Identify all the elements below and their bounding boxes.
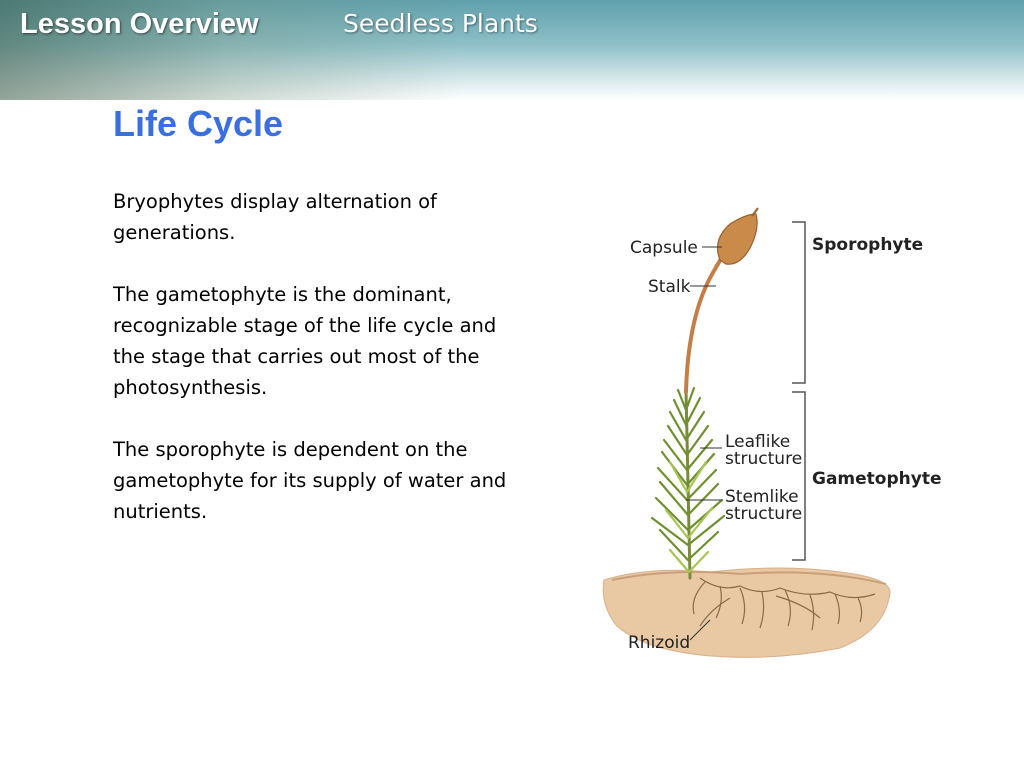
- paragraph-gametophyte: The gametophyte is the dominant, recogni…: [113, 283, 497, 399]
- header-background: [0, 0, 1024, 100]
- label-gametophyte: Gametophyte: [812, 469, 941, 489]
- paragraph-sporophyte: The sporophyte is dependent on the gamet…: [113, 438, 507, 523]
- leader-lines: [686, 246, 722, 641]
- soil: [602, 567, 891, 658]
- stage-brackets: [792, 221, 806, 561]
- label-stemlike-1: Stemlike: [725, 487, 799, 507]
- unit-title: Seedless Plants: [343, 9, 538, 38]
- gametophyte-leaves: [650, 386, 726, 580]
- sporophyte-capsule: [717, 207, 759, 265]
- moss-life-cycle-diagram: Capsule Stalk Leaflike structure Stemlik…: [602, 207, 941, 658]
- lesson-overview-heading: Lesson Overview: [20, 8, 259, 40]
- slide-body: Bryophytes display alternation of genera…: [113, 186, 513, 558]
- rhizoids: [692, 577, 876, 631]
- paragraph-alternation: Bryophytes display alternation of genera…: [113, 190, 437, 244]
- label-rhizoid: Rhizoid: [628, 633, 690, 653]
- sporophyte-stalk: [684, 244, 732, 394]
- label-stalk: Stalk: [648, 277, 691, 297]
- label-leaflike-2: structure: [725, 449, 802, 469]
- label-leaflike-1: Leaflike: [725, 432, 790, 452]
- label-capsule: Capsule: [630, 238, 698, 258]
- label-stemlike-2: structure: [725, 504, 802, 524]
- label-sporophyte: Sporophyte: [812, 235, 923, 255]
- slide-header: Lesson Overview Seedless Plants: [0, 0, 1024, 100]
- slide-title: Life Cycle: [113, 103, 284, 144]
